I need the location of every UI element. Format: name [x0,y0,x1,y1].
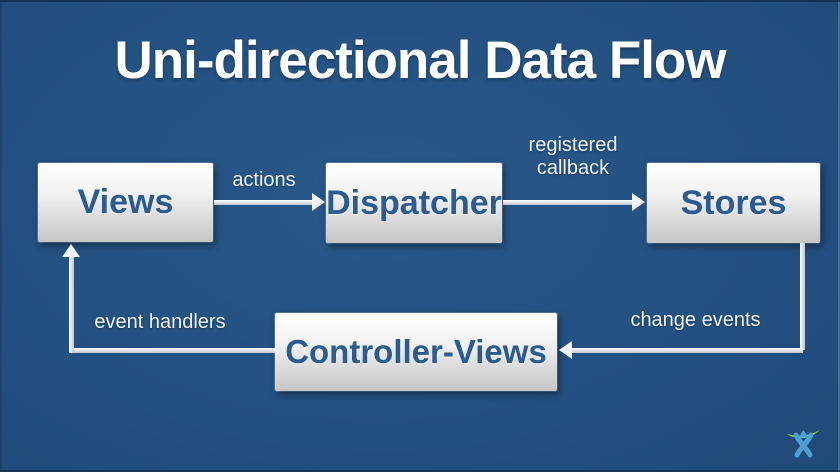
node-stores-label: Stores [680,183,787,222]
atlassian-logo-svg [787,429,820,458]
node-controller-views: Controller-Views [275,313,557,391]
arrow-stores-to-controller-horizontal-line [572,348,803,353]
arrow-stores-to-controller-vertical-line [800,243,805,350]
arrowhead-left-icon [559,341,572,359]
arrow-controller-to-views-vertical-line [69,256,74,353]
node-dispatcher-label: Dispatcher [326,183,502,222]
node-dispatcher: Dispatcher [326,163,502,243]
page-title: Uni-directional Data Flow [114,31,726,90]
arrowhead-right-icon [632,193,645,211]
edge-label-actions: actions [232,169,296,191]
arrowhead-up-icon [62,244,80,257]
edge-label-event-handlers: event handlers [94,311,226,333]
node-stores: Stores [647,163,820,243]
arrow-dispatcher-to-stores-line [503,200,633,205]
arrowhead-right-icon [312,193,325,211]
atlassian-logo-icon [785,419,822,459]
node-views: Views [38,163,213,242]
edge-label-registered-callback: registered callback [528,134,618,179]
node-controller-views-label: Controller-Views [285,333,547,370]
node-views-label: Views [77,183,174,221]
arrow-views-to-dispatcher-line [214,200,313,205]
edge-label-change-events: change events [630,309,761,331]
arrow-controller-to-views-horizontal-line [71,348,275,353]
